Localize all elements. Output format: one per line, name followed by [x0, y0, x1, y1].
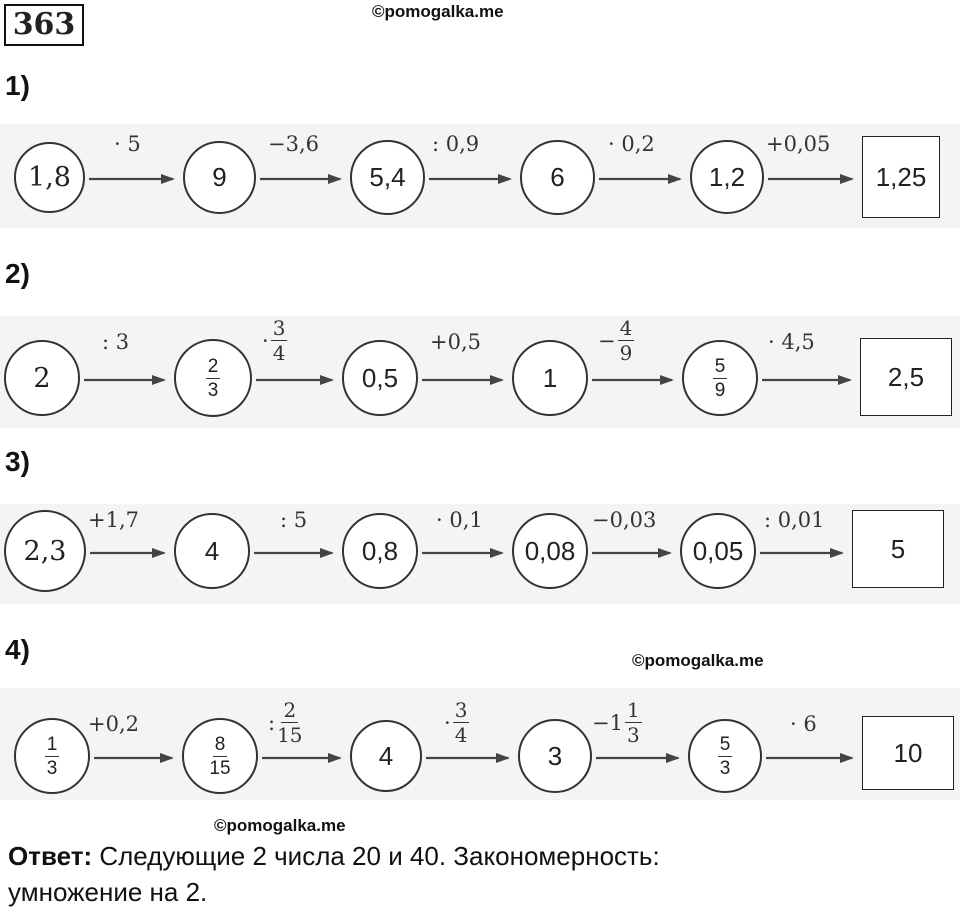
row-4-operation-4-fraction-numerator: 1 — [624, 698, 642, 723]
row-3-operation-1: +1,7 — [88, 508, 139, 532]
row-4-operation-3-fraction-denominator: 4 — [454, 723, 468, 747]
row-3-node-1: 2,3 — [4, 510, 86, 592]
row-2-result-box: 2,5 — [860, 338, 952, 416]
row-3-operation-5: : 0,01 — [764, 508, 825, 532]
row-2-operation-4-fraction-numerator: 4 — [617, 316, 635, 341]
row-4-node-3: 4 — [350, 720, 422, 792]
row-2-operation-2-fraction-denominator: 4 — [272, 341, 286, 365]
row-1-result-box: 1,25 — [862, 136, 940, 218]
row-2-node-1: 2 — [4, 340, 80, 416]
row-1-node-2: 9 — [183, 140, 256, 214]
answer-text: Ответ: Следующие 2 числа 20 и 40. Законо… — [8, 838, 958, 910]
row-4-operation-3-sign: · — [444, 710, 451, 735]
answer-prefix: Ответ: — [8, 841, 93, 871]
row-3-operation-2: : 5 — [280, 508, 308, 532]
row-1-operation-5: +0,05 — [766, 132, 831, 156]
row-2-band — [0, 316, 960, 428]
row-4-node-2-fraction-denominator: 15 — [209, 757, 231, 779]
row-4-operation-1: +0,2 — [88, 712, 139, 736]
row-3-node-5: 0,05 — [680, 513, 756, 589]
watermark-top: ©pomogalka.me — [372, 2, 504, 21]
row-1-operation-1: · 5 — [114, 132, 141, 156]
row-1-operation-2: −3,6 — [268, 132, 319, 156]
row-2-node-4: 1 — [512, 340, 588, 416]
row-3-node-4: 0,08 — [512, 513, 588, 589]
task-number: 363 — [4, 4, 84, 46]
answer-line-1: Следующие 2 числа 20 и 40. Закономерност… — [92, 841, 660, 871]
row-3-node-2: 4 — [174, 513, 250, 589]
row-3-label: 3) — [5, 446, 30, 477]
row-2-node-2-fraction-numerator: 2 — [205, 355, 221, 379]
row-3-node-3: 0,8 — [342, 513, 418, 589]
row-4-operation-3-fraction-numerator: 3 — [452, 698, 470, 723]
row-2-operation-2-sign: · — [262, 328, 269, 353]
watermark-middle: ©pomogalka.me — [632, 651, 764, 670]
row-4-operation-5: · 6 — [790, 712, 817, 736]
row-4-operation-4-sign: −1 — [592, 710, 623, 735]
row-4-node-2-fraction-numerator: 8 — [212, 733, 228, 757]
row-4-node-5-fraction-denominator: 3 — [719, 757, 731, 779]
row-4-node-4: 3 — [518, 719, 592, 793]
row-3-operation-4: −0,03 — [592, 508, 657, 532]
row-2-node-3: 0,5 — [342, 340, 418, 416]
row-4-operation-2-fraction-numerator: 2 — [281, 698, 299, 723]
row-1-node-4: 6 — [520, 139, 595, 215]
row-2-operation-2-fraction-numerator: 3 — [270, 316, 288, 341]
row-4-band — [0, 688, 960, 800]
row-2-label: 2) — [5, 258, 30, 289]
watermark-bottom: ©pomogalka.me — [214, 816, 346, 835]
row-1-operation-4: · 0,2 — [608, 132, 655, 156]
answer-line-2: умножение на 2. — [8, 877, 208, 907]
row-1-operation-3: : 0,9 — [432, 132, 480, 156]
row-2-operation-5: · 4,5 — [768, 330, 815, 354]
row-3-operation-3: · 0,1 — [436, 508, 483, 532]
row-1-node-1: 1,8 — [14, 141, 85, 213]
row-4-node-5-fraction-numerator: 5 — [717, 733, 733, 757]
row-4-operation-4-fraction-denominator: 3 — [626, 723, 640, 747]
row-4-label: 4) — [5, 634, 30, 665]
row-2-node-2-fraction-denominator: 3 — [207, 379, 219, 401]
row-2-node-5-fraction-denominator: 9 — [714, 379, 726, 401]
row-2-operation-4-sign: − — [598, 328, 616, 353]
row-4-operation-2-fraction-denominator: 15 — [277, 723, 303, 747]
row-3-result-box: 5 — [852, 510, 944, 588]
row-2-operation-4-fraction-denominator: 9 — [619, 341, 633, 365]
row-2-node-5-fraction-numerator: 5 — [712, 355, 728, 379]
row-2-operation-3: +0,5 — [430, 330, 481, 354]
row-2-operation-1: : 3 — [102, 330, 130, 354]
row-1-node-5: 1,2 — [690, 140, 764, 214]
row-4-node-1-fraction-numerator: 1 — [44, 733, 60, 757]
row-4-operation-2-sign: : — [268, 710, 276, 735]
row-1-label: 1) — [5, 70, 30, 101]
row-4-node-1-fraction-denominator: 3 — [46, 757, 58, 779]
row-4-result-box: 10 — [862, 716, 954, 790]
row-1-node-3: 5,4 — [350, 139, 425, 215]
row-1-band — [0, 124, 960, 228]
